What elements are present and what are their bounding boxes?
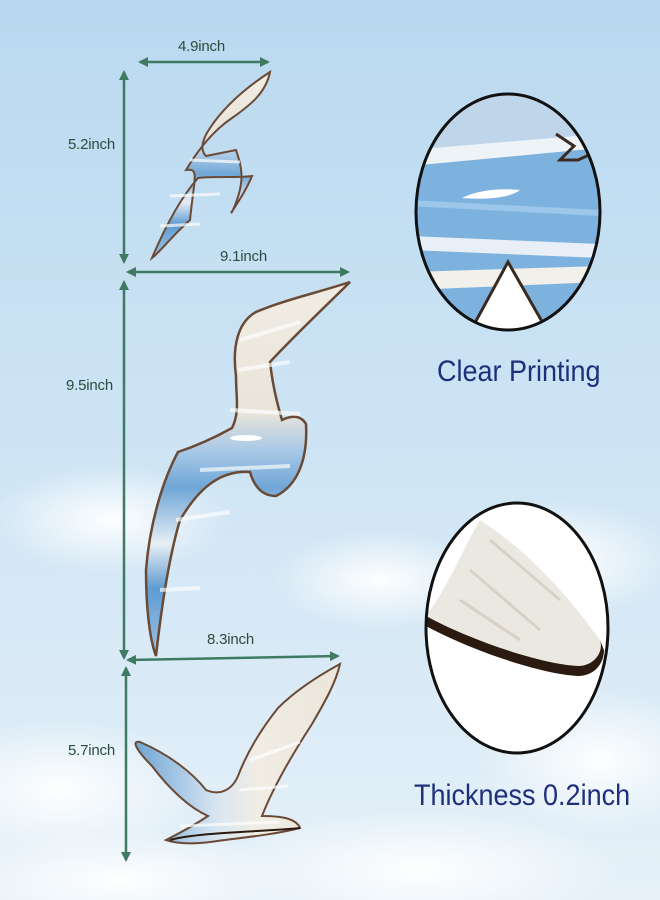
- printing-detail-circle: [414, 92, 602, 332]
- seagull-large: [144, 280, 351, 657]
- medium-width-arrow: [126, 651, 340, 665]
- medium-width-label: 8.3inch: [207, 631, 254, 648]
- large-height-label: 9.5inch: [66, 377, 113, 394]
- clear-printing-caption: Clear Printing: [437, 355, 601, 388]
- small-height-label: 5.2inch: [68, 136, 115, 153]
- dimension-arrows: [119, 57, 350, 862]
- seagull-small: [149, 69, 272, 262]
- thickness-detail-circle: [424, 501, 610, 755]
- small-width-label: 4.9inch: [178, 38, 225, 55]
- large-width-label: 9.1inch: [220, 248, 267, 265]
- thickness-caption: Thickness 0.2inch: [414, 779, 631, 812]
- medium-height-label: 5.7inch: [68, 742, 115, 759]
- seagull-medium: [134, 662, 342, 845]
